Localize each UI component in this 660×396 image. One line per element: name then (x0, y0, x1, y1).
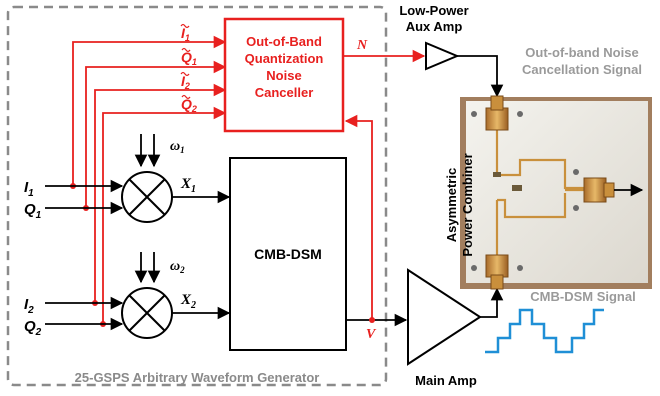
canceller-label-line1: Out-of-Band (246, 34, 322, 49)
main-amp-output-line (480, 287, 504, 318)
mixer-1-out-sub: 1 (191, 184, 196, 195)
mixer-2 (121, 287, 173, 339)
input-q2-sym: Q (24, 318, 36, 335)
mixer-2-out-label: X2 (180, 292, 196, 311)
combiner-label-line2: Power Combiner (460, 153, 475, 256)
noise-annotation-line2: Cancellation Signal (522, 62, 642, 77)
aux-amp-symbol (425, 41, 460, 71)
canceller-in-q2-sym: Q (181, 96, 192, 112)
combiner-label-line1: Asymmetric (444, 168, 459, 242)
canceller-in-i1: I1 (180, 23, 190, 43)
awg-boundary (6, 5, 388, 387)
input-label-i2: I2 (24, 296, 34, 316)
input-label-q2: Q2 (24, 318, 42, 338)
input-q1-sub: 1 (36, 210, 42, 221)
cmb-dsm-label: CMB-DSM (254, 246, 322, 262)
mixer-2-out-sub: 2 (190, 300, 196, 311)
mixer-2-lo-sym: ω (170, 259, 180, 274)
svg-text:Q2: Q2 (181, 96, 197, 114)
v-label: V (366, 327, 377, 342)
mixer-input-lines (45, 179, 124, 331)
cmb-dsm-block (229, 157, 347, 351)
mixer-2-out-sym: X (180, 292, 192, 308)
canceller-label: Out-of-Band Quantization Noise Canceller (245, 34, 324, 100)
awg-label: 25-GSPS Arbitrary Waveform Generator (75, 370, 320, 385)
canceller-in-i2: I2 (180, 71, 190, 91)
canceller-in-q2: Q2 (181, 94, 197, 114)
canceller-in-q1-sym: Q (181, 49, 192, 65)
canceller-label-line4: Canceller (255, 85, 314, 100)
aux-amp-label-line2: Aux Amp (406, 19, 463, 34)
power-combiner-board (460, 95, 652, 290)
main-amp-label: Main Amp (415, 373, 477, 388)
mixer-2-lo-label: ω2 (170, 259, 185, 275)
canceller-in-i2-sub: 2 (184, 81, 190, 91)
input-i1-sub: 1 (28, 188, 34, 199)
input-i2-sym: I (24, 296, 29, 313)
input-q2-sub: 2 (35, 327, 42, 338)
main-amp-symbol (407, 268, 482, 366)
canceller-in-i1-sub: 1 (185, 33, 190, 43)
canceller-input-dots (70, 183, 106, 327)
mixer-1 (121, 171, 173, 223)
n-label: N (356, 38, 368, 53)
aux-amp-output-line (457, 55, 504, 98)
canceller-in-q1-sub: 1 (192, 57, 197, 67)
cmb-signal-annotation: CMB-DSM Signal (530, 289, 635, 304)
svg-text:I1: I1 (181, 25, 190, 43)
mixer-1-out-label: X1 (180, 176, 196, 195)
mixer-1-lo-sym: ω (170, 139, 180, 154)
input-i1-sym: I (24, 179, 29, 196)
canceller-block (223, 17, 345, 133)
canceller-in-q1: Q1 (181, 47, 197, 67)
canceller-in-i1-sym: I (181, 25, 186, 41)
v-feedback-line (344, 114, 373, 320)
mixer-1-lo-arrows (134, 134, 161, 168)
mixer-1-lo-label: ω1 (170, 139, 185, 155)
mixer-2-lo-arrows (134, 252, 161, 284)
svg-text:I2: I2 (181, 73, 190, 91)
canceller-in-i2-sym: I (181, 73, 186, 89)
combiner-label: Asymmetric Power Combiner (444, 153, 475, 256)
aux-amp-label-line1: Low-Power (399, 3, 468, 18)
mixer-1-out-sym: X (180, 176, 192, 192)
canceller-label-line2: Quantization (245, 51, 324, 66)
noise-annotation-line1: Out-of-band Noise (525, 45, 638, 60)
input-label-q1: Q1 (24, 201, 42, 221)
input-q1-sym: Q (24, 201, 36, 218)
input-label-i1: I1 (24, 179, 34, 199)
mixer-output-lines (172, 190, 231, 320)
input-i2-sub: 2 (27, 305, 34, 316)
svg-text:Q1: Q1 (181, 49, 197, 67)
mixer-1-lo-sub: 1 (180, 145, 185, 155)
canceller-label-line3: Noise (266, 68, 301, 83)
canceller-in-q2-sub: 2 (191, 104, 197, 114)
mixer-2-lo-sub: 2 (179, 265, 185, 275)
cmb-signal-waveform (485, 308, 604, 354)
canceller-input-lines (72, 35, 227, 324)
